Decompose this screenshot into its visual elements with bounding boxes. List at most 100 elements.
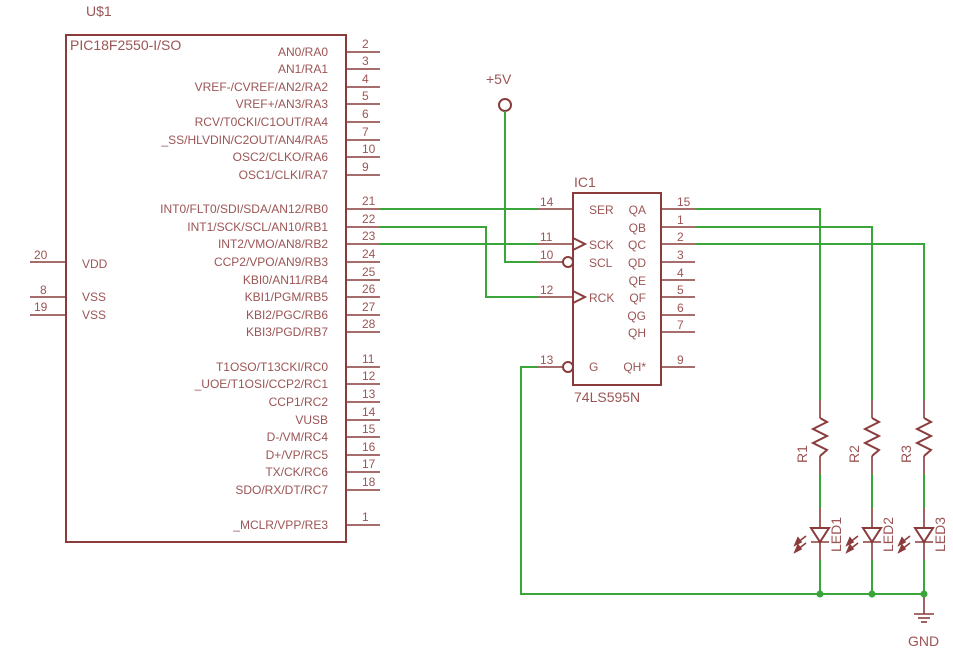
net-gnd (520, 366, 924, 595)
u1-pin-name: RCV/T0CKI/C1OUT/RA4 (195, 115, 329, 129)
u1-pin-number: 10 (362, 142, 376, 156)
ic1-left-pin-numbers: 14 11 10 12 13 (540, 195, 554, 367)
net-vcc-scl (504, 111, 538, 263)
u1-left-pin-number: 20 (34, 248, 48, 262)
ic1-pin-number: 3 (677, 248, 684, 262)
u1-pin-number: 5 (362, 89, 369, 103)
u1-pin-number: 6 (362, 107, 369, 121)
u1-pin-name: TX/CK/RC6 (265, 465, 328, 479)
u1-pin-name: KBI2/PGC/RB6 (246, 308, 328, 322)
u1-pin-number: 21 (362, 194, 376, 208)
u1-pin-number: 1 (362, 510, 369, 524)
u1-pin-number: 27 (362, 300, 376, 314)
scl-inversion-bubble (562, 256, 574, 268)
ic1-pin-name: G (589, 360, 598, 374)
u1-pin-name: _MCLR/VPP/RE3 (232, 518, 328, 532)
u1-pin-number: 25 (362, 265, 376, 279)
u1-pin-name: T1OSO/T13CKI/RC0 (216, 360, 328, 374)
ic1-pin-number: 2 (677, 230, 684, 244)
led2-symbol (861, 527, 883, 544)
ic1-pin-name: QF (629, 291, 646, 305)
ic1-left-pin-stubs (538, 208, 573, 368)
leds: LED1 LED2 LED3 (793, 508, 948, 560)
ic1-pin-name: RCK (589, 291, 614, 305)
led1-label: LED1 (828, 517, 844, 552)
ic1-pin-name: SER (589, 203, 614, 217)
ic1-pin-name: QA (629, 203, 646, 217)
led2-label: LED2 (880, 517, 896, 552)
r3-label: R3 (898, 445, 914, 463)
junction-dot (920, 590, 928, 598)
ic1-pin-number: 10 (540, 248, 554, 262)
u1-pin-name: D-/VM/RC4 (267, 430, 329, 444)
u1-pin-number: 23 (362, 229, 376, 243)
u1-pin-number: 28 (362, 317, 376, 331)
ic1-pin-name: SCK (589, 238, 614, 252)
u1-pin-name: CCP1/RC2 (269, 395, 329, 409)
u1-pin-name: KBI0/AN11/RB4 (243, 273, 328, 287)
led3-label: LED3 (932, 517, 948, 552)
ic1-right-pin-numbers: 15 1 2 3 4 5 6 7 9 (677, 195, 691, 367)
ic1-pin-number: 9 (677, 353, 684, 367)
u1-pin-name: VREF+/AN3/RA3 (236, 97, 329, 111)
u1-pin-name: OSC1/CLKI/RA7 (239, 168, 329, 182)
u1-pin-name: OSC2/CLKO/RA6 (233, 150, 329, 164)
u1-left-pin-name: VDD (82, 257, 108, 271)
u1-pin-number: 14 (362, 405, 376, 419)
u1-pin-name: VREF-/CVREF/AN2/RA2 (195, 80, 329, 94)
ic1-pin-number: 4 (677, 266, 684, 280)
ic1-pin-number: 11 (540, 230, 553, 244)
led1-light-arrows (793, 535, 807, 554)
ic1-right-pin-stubs (661, 208, 695, 368)
u1-pin-number: 15 (362, 422, 376, 436)
ic1-pin-name: QC (628, 238, 646, 252)
ic1-pin-number: 13 (540, 353, 554, 367)
resistors: R1 R2 R3 (794, 400, 934, 474)
rck-clock-marker (572, 290, 588, 304)
u1-pin-number: 7 (362, 125, 369, 139)
u1-pin-name: INT1/SCK/SCL/AN10/RB1 (187, 220, 328, 234)
led1-symbol (809, 527, 831, 544)
net-qa-r1 (695, 208, 821, 400)
ic1-pin-number: 1 (677, 213, 684, 227)
r2-label: R2 (846, 445, 862, 463)
r1-resistor-body (810, 417, 830, 457)
u1-left-pin-number: 8 (40, 283, 47, 297)
u1-left-pin-name: VSS (82, 290, 106, 304)
u1-pin-number: 16 (362, 440, 376, 454)
u1-pin-name: INT0/FLT0/SDI/SDA/AN12/RB0 (160, 202, 328, 216)
u1-pin-numbers: 2 3 4 5 6 7 10 9 21 22 23 24 25 26 27 28… (362, 37, 376, 524)
junction-dot (868, 590, 876, 598)
net-qc-r3 (695, 243, 925, 400)
ic1-pin-name: QG (627, 309, 646, 323)
u1-pin-number: 24 (362, 247, 376, 261)
u1-ref: U$1 (86, 3, 112, 19)
junction-dot (816, 590, 824, 598)
u1-pin-number: 22 (362, 212, 376, 226)
u1-pin-number: 2 (362, 37, 369, 51)
ic1-pin-number: 6 (677, 301, 684, 315)
u1-pin-name: CCP2/VPO/AN9/RB3 (214, 255, 328, 269)
u1-pin-number: 12 (362, 369, 376, 383)
ic1-pin-name: QD (628, 256, 646, 270)
led3-symbol (913, 527, 935, 544)
ic1-part: 74LS595N (574, 389, 640, 405)
ic1-pin-name: QB (629, 221, 646, 235)
ic1-body (572, 192, 662, 386)
ic1-pin-name: QE (629, 274, 646, 288)
ic1-pin-number: 7 (677, 318, 684, 332)
ic1-pin-number: 14 (540, 195, 554, 209)
u1-pin-number: 13 (362, 387, 376, 401)
g-inversion-bubble (562, 361, 574, 373)
u1-pin-name: KBI1/PGM/RB5 (245, 290, 329, 304)
u1-pin-name: AN0/RA0 (278, 45, 328, 59)
ic1-pin-name: QH* (623, 360, 646, 374)
vcc-terminal (498, 98, 512, 112)
u1-left-pin-stubs (30, 261, 66, 316)
led2-light-arrows (845, 535, 859, 554)
u1-pin-number: 9 (362, 160, 369, 174)
ic1-pin-name: SCL (589, 256, 613, 270)
u1-pin-name: AN1/RA1 (278, 62, 328, 76)
u1-pin-number: 18 (362, 475, 376, 489)
u1-left-pin-labels: VDD VSS VSS 20 8 19 (34, 248, 108, 322)
